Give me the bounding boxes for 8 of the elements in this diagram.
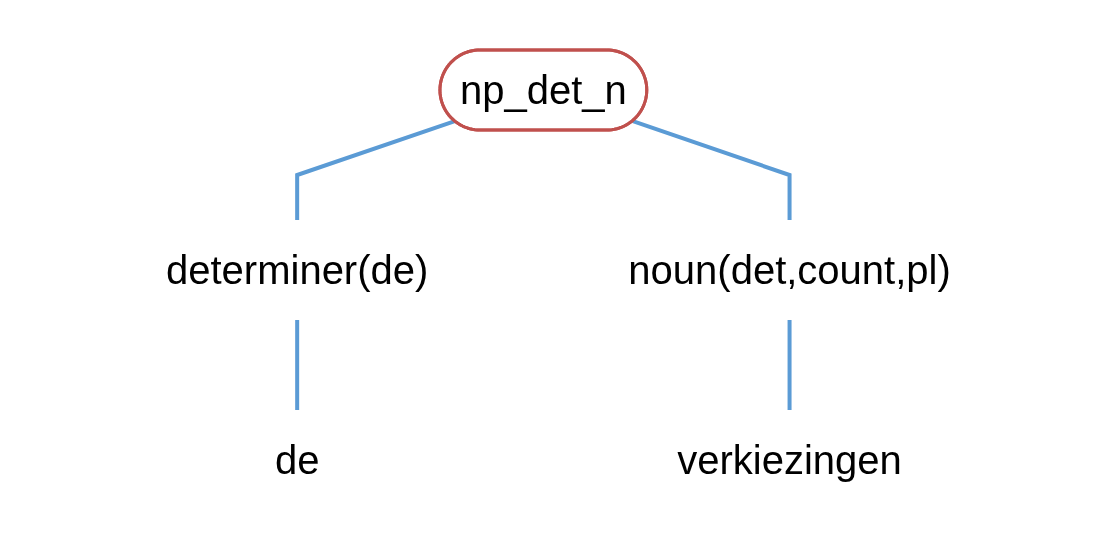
node-text: determiner(de) (165, 248, 428, 292)
node-text: verkiezingen (676, 438, 902, 482)
connector (294, 320, 299, 410)
node-text: noun(det,count,pl) (627, 248, 951, 292)
node-text: de (274, 438, 320, 482)
connector (787, 320, 792, 410)
connector (294, 119, 456, 220)
connector (631, 119, 792, 220)
